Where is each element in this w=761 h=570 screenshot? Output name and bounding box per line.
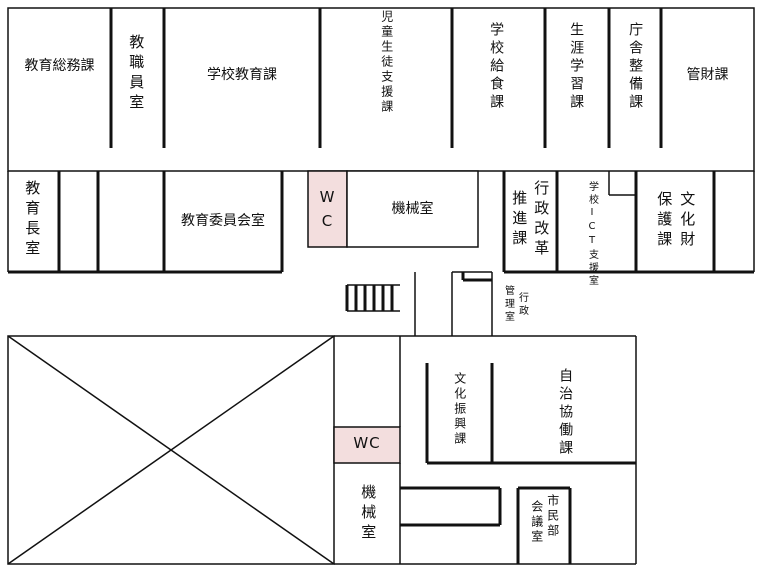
room-label-kyoshokuin: 教職員室 bbox=[127, 34, 146, 114]
wc-top-label-w: W bbox=[319, 188, 336, 206]
room-label-shogai-gakushu: 生涯学習課 bbox=[568, 22, 585, 112]
room-label-hogo: 保護課 bbox=[655, 191, 674, 251]
room-label-kikai-bottom: 機械室 bbox=[359, 484, 378, 544]
wc-bottom-label: WC bbox=[353, 434, 381, 452]
room-label-jido-seito: 児童生徒支援課 bbox=[379, 10, 394, 115]
room-label-kikai-top: 機械室 bbox=[391, 201, 434, 217]
room-label-bunka-shinko: 文化振興課 bbox=[452, 372, 467, 447]
room-label-kaigi: 会議室 bbox=[529, 500, 544, 545]
room-label-kanzai: 管財課 bbox=[686, 67, 729, 83]
room-label-gakko-kyushoku: 学校給食課 bbox=[488, 22, 505, 112]
room-label-jichi-kyodo: 自治協働課 bbox=[557, 368, 574, 458]
wc-bottom-room bbox=[333, 426, 401, 464]
room-label-gakko-ict: 学校ICT支援室 bbox=[586, 181, 598, 288]
machine-room-top bbox=[346, 170, 479, 248]
room-label-iinkai: 教育委員会室 bbox=[181, 213, 265, 229]
wc-top-label-c: C bbox=[321, 212, 334, 230]
room-label-kyoiku-somu: 教育総務課 bbox=[24, 58, 95, 74]
room-label-kyoikucho: 教育長室 bbox=[23, 180, 42, 260]
room-label-chosha-seibi: 庁舎整備課 bbox=[627, 22, 644, 112]
bottom-wing-walls bbox=[334, 335, 637, 565]
room-label-shimin: 市民部 bbox=[545, 494, 560, 539]
top-office-dividers bbox=[109, 8, 663, 148]
wc-top-room bbox=[307, 170, 348, 248]
room-label-gyosei-kaikaku: 行政改革 bbox=[532, 180, 551, 260]
void-cross bbox=[7, 335, 335, 565]
room-label-gakko-kyoiku: 学校教育課 bbox=[207, 67, 277, 83]
room-label-suishin: 推進課 bbox=[510, 190, 529, 250]
corridor bbox=[414, 271, 493, 336]
middle-row bbox=[7, 171, 755, 274]
staircase bbox=[345, 284, 400, 312]
room-label-gyosei: 行政 bbox=[516, 292, 528, 318]
room-label-kanri: 管理室 bbox=[502, 285, 514, 324]
room-label-bunkazai: 文化財 bbox=[678, 191, 697, 251]
